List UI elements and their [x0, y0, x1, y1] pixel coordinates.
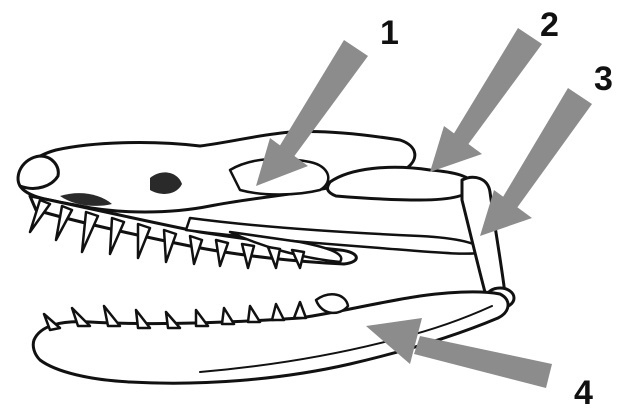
callout-label-4: 4	[574, 374, 593, 412]
compound-bone	[316, 294, 348, 313]
snout	[18, 156, 58, 188]
callout-label-1: 1	[380, 14, 399, 52]
arrow-2	[430, 28, 542, 172]
supratemporal-bone	[328, 167, 474, 200]
arrow-3	[480, 88, 592, 236]
callout-label-3: 3	[594, 60, 613, 98]
callout-label-2: 2	[540, 6, 559, 44]
